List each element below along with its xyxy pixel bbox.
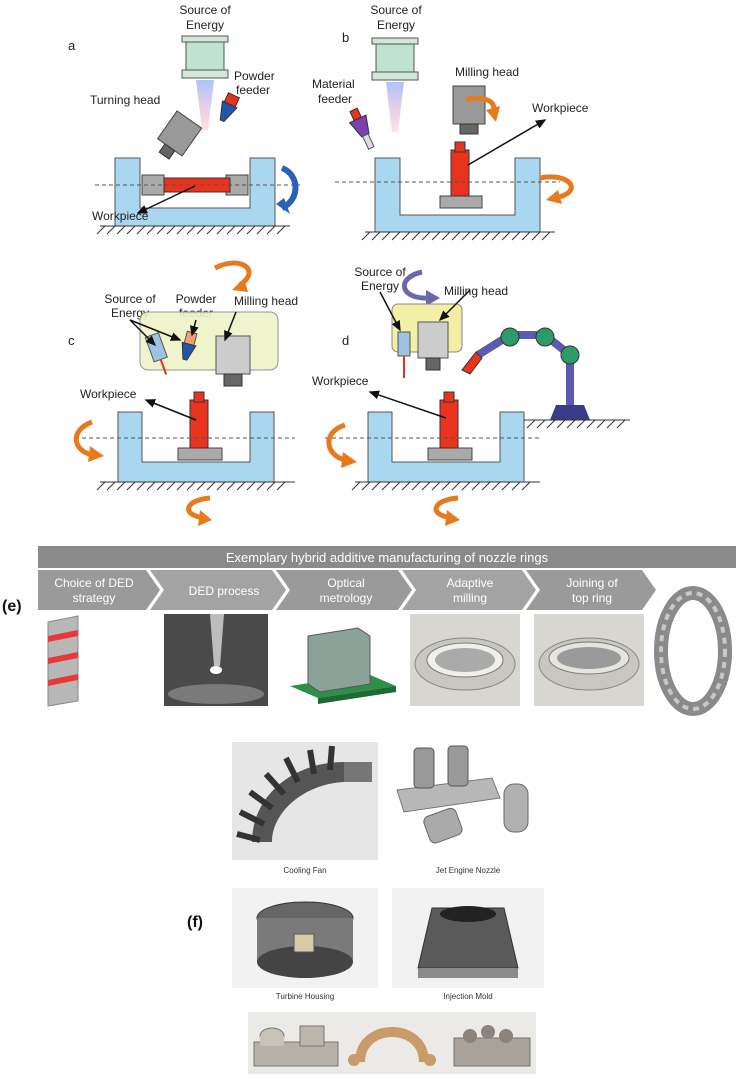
energy-label-d1: Source of — [354, 265, 406, 279]
section-e-label: (e) — [2, 598, 22, 615]
process-banner — [38, 546, 736, 568]
panel-a: a Source of Energy Powder feeder Turning… — [68, 3, 300, 235]
energy-source-body-a — [185, 41, 225, 71]
material-label-b2: feeder — [318, 92, 352, 106]
workpiece-label-b: Workpiece — [532, 101, 589, 115]
turbine-housing-photo — [232, 888, 378, 988]
turning-head — [156, 110, 203, 160]
additional-parts-photo — [248, 1012, 536, 1074]
milling-head-label-b: Milling head — [455, 65, 519, 79]
process-step-2: DED process — [150, 570, 286, 610]
process-chain: Exemplary hybrid additive manufacturing … — [38, 546, 736, 716]
energy-label-c1: Source of — [104, 292, 156, 306]
injection-mold-photo — [392, 888, 544, 988]
step-4-line-1: Adaptive — [447, 576, 494, 590]
rotation-arrow-c1 — [213, 260, 252, 288]
rotation-arrow-b2 — [539, 174, 574, 201]
panel-a-letter: a — [68, 38, 76, 53]
step-2-image — [164, 614, 268, 706]
powder-nozzle-a — [219, 92, 241, 123]
section-f-label: (f) — [187, 914, 203, 931]
energy-label-b2: Energy — [377, 18, 415, 32]
panel-d-letter: d — [342, 333, 349, 348]
powder-label-a1: Powder — [234, 69, 275, 83]
caption-jet-engine-nozzle: Jet Engine Nozzle — [435, 866, 501, 875]
energy-label-a2: Energy — [186, 18, 224, 32]
step-3-image — [290, 627, 396, 704]
cooling-fan-photo — [232, 742, 378, 860]
material-label-b1: Material — [312, 77, 355, 91]
energy-source-a — [181, 35, 229, 43]
hybrid-am-schematics: a Source of Energy Powder feeder Turning… — [68, 3, 630, 526]
panel-c-letter: c — [68, 333, 75, 348]
step-4-image — [410, 614, 520, 706]
jet-engine-nozzle-photo — [392, 742, 544, 860]
step-1-line-1: Choice of DED — [54, 576, 134, 590]
rotation-arrow-d1 — [401, 269, 431, 301]
rotation-arrow-d2 — [326, 422, 346, 463]
energy-source-b — [371, 37, 419, 45]
panel-b-letter: b — [342, 30, 349, 45]
step-2-line-1: DED process — [189, 584, 260, 598]
rotation-arrow-c2 — [73, 419, 94, 458]
step-4-line-2: milling — [453, 591, 487, 605]
step-3-line-2: metrology — [320, 591, 373, 605]
step-5-line-2: top ring — [572, 591, 612, 605]
nozzle-ring-image — [654, 586, 732, 716]
workpiece-b — [450, 149, 470, 197]
energy-label-b1: Source of — [370, 3, 422, 17]
robot-arm-d — [461, 327, 590, 420]
energy-beam-b — [386, 82, 404, 132]
process-step-3: Optical metrology — [276, 570, 412, 610]
energy-label-a1: Source of — [179, 3, 231, 17]
workpiece-label-a: Workpiece — [92, 209, 149, 223]
milling-head-c — [215, 335, 251, 375]
milling-head-label-c: Milling head — [234, 294, 298, 308]
workpiece-label-c: Workpiece — [80, 387, 137, 401]
process-step-1: Choice of DED strategy — [38, 570, 160, 610]
process-title: Exemplary hybrid additive manufacturing … — [226, 550, 549, 565]
workpiece-c — [189, 399, 209, 449]
energy-beam-a — [196, 80, 214, 130]
milling-head-d — [417, 321, 449, 359]
step-1-line-2: strategy — [73, 591, 116, 605]
caption-turbine-housing: Turbine Housing — [275, 992, 335, 1001]
step-5-image — [534, 614, 644, 706]
panel-b: b Source of Energy Material feeder Milli… — [312, 3, 589, 241]
energy-label-d2: Energy — [361, 279, 399, 293]
process-step-5: Joining of top ring — [526, 570, 656, 610]
caption-cooling-fan: Cooling Fan — [283, 866, 327, 875]
step-1-image — [47, 615, 79, 707]
rotation-arrow-c3 — [186, 495, 211, 521]
panel-c: c Source of Energy Powder feeder Milling… — [68, 260, 298, 526]
turning-head-label: Turning head — [90, 93, 160, 107]
process-step-4: Adaptive milling — [402, 570, 536, 610]
milling-head-b — [452, 85, 486, 125]
step-5-line-1: Joining of — [566, 576, 618, 590]
powder-label-c1: Powder — [176, 292, 217, 306]
step-3-line-1: Optical — [327, 576, 364, 590]
workpiece-label-d: Workpiece — [312, 374, 369, 388]
milling-head-label-d: Milling head — [444, 284, 508, 298]
energy-label-c2: Energy — [111, 306, 149, 320]
material-feeder-b — [348, 107, 375, 150]
workpiece-d — [439, 399, 459, 449]
powder-label-a2: feeder — [236, 83, 270, 97]
caption-injection-mold: Injection Mold — [443, 992, 493, 1001]
panel-d: d Source of Energy Milling head — [312, 265, 630, 526]
